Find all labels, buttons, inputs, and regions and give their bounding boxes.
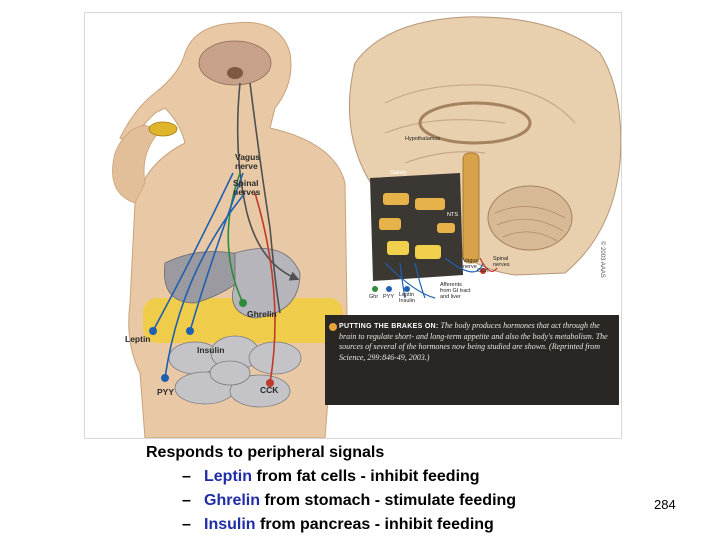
page-number: 284	[654, 497, 676, 512]
caption-title: PUTTING THE BRAKES ON:	[339, 323, 439, 330]
intestines	[169, 336, 301, 407]
bullet-item-leptin: –Leptin from fat cells - inhibit feeding	[146, 465, 516, 489]
figure-caption: PUTTING THE BRAKES ON: The body produces…	[339, 321, 613, 363]
label-pyy: PYY	[157, 388, 174, 397]
bullet-list: Responds to peripheral signals –Leptin f…	[146, 441, 516, 537]
caption-bullet-icon	[329, 323, 337, 331]
inset-dot-ghr	[372, 286, 378, 292]
label-cck: CCK	[260, 386, 278, 395]
bullet-item-ghrelin: –Ghrelin from stomach - stimulate feedin…	[146, 489, 516, 513]
figure-caption-box: PUTTING THE BRAKES ON: The body produces…	[325, 315, 619, 405]
insulin-dot	[186, 327, 194, 335]
bullet-text: from fat cells - inhibit feeding	[252, 468, 480, 485]
bullet-text: from pancreas - inhibit feeding	[256, 516, 494, 533]
label-insulin: Insulin	[197, 346, 224, 355]
label-hypothalamus: Hypothalamus	[405, 137, 440, 143]
bullet-dash: –	[182, 489, 204, 513]
bullet-dash: –	[182, 513, 204, 537]
hormone-name-leptin: Leptin	[204, 468, 252, 485]
label-ghr-small: Ghr	[369, 295, 378, 301]
label-nts: NTS	[447, 213, 458, 219]
hormone-brain-figure: Vagus nerve Spinal nerves Ghrelin Leptin…	[84, 12, 622, 439]
label-leptin-insulin-small: Leptin Insulin	[399, 293, 415, 305]
pyy-dot	[161, 374, 169, 382]
label-spinal-small: Spinal nerves	[493, 257, 510, 269]
cerebellum	[488, 186, 572, 250]
label-cck-small: CCK	[477, 269, 489, 275]
label-satiety: Satiety	[390, 171, 407, 177]
label-vagus-small: Vagus nerve	[463, 259, 478, 271]
food-item	[149, 122, 177, 136]
label-leptin: Leptin	[125, 335, 151, 344]
label-vagus-nerve: Vagus nerve	[235, 153, 260, 171]
bullet-heading: Responds to peripheral signals	[146, 441, 516, 465]
hormone-name-insulin: Insulin	[204, 516, 256, 533]
inset-dot-pyy	[386, 286, 392, 292]
label-ghrelin: Ghrelin	[247, 310, 277, 319]
label-spinal-nerves: Spinal nerves	[233, 179, 260, 197]
brain-stem	[463, 153, 479, 263]
hormone-name-ghrelin: Ghrelin	[204, 492, 260, 509]
label-pyy-small: PYY	[383, 295, 394, 301]
label-afferents: Afferents from GI tract and liver	[440, 283, 471, 300]
bullet-item-insulin: –Insulin from pancreas - inhibit feeding	[146, 513, 516, 537]
bullet-dash: –	[182, 465, 204, 489]
ghrelin-dot	[239, 299, 247, 307]
figure-credit: © 2003 AAAS	[599, 241, 605, 278]
bullet-text: from stomach - stimulate feeding	[260, 492, 516, 509]
